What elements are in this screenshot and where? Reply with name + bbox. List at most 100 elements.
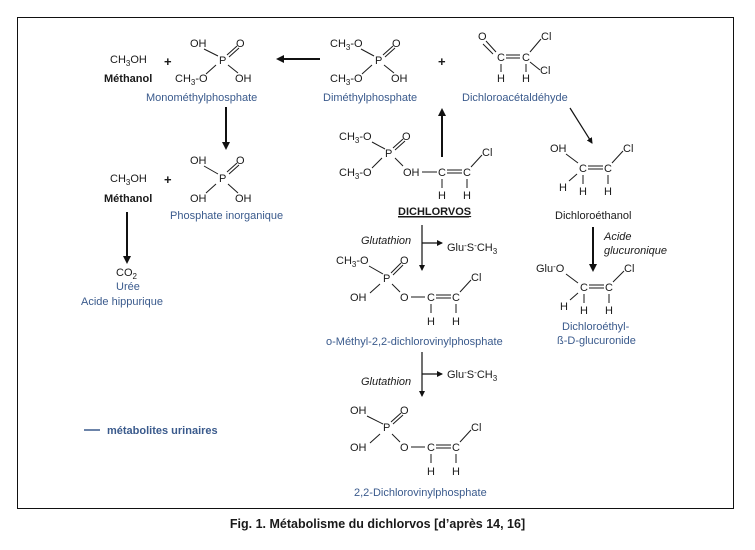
- dcvp-label: 2,2-Dichlorovinylphosphate: [354, 487, 487, 499]
- glucuronide-label-1: Dichloroéthyl-: [562, 321, 630, 333]
- dichlorvos: CH3-O O P CH3-O OH C C Cl H H DICHLORVOS: [339, 131, 492, 218]
- atom-ch3o: CH3-O: [336, 255, 369, 269]
- legend-label: métabolites urinaires: [107, 425, 218, 437]
- atom-c: C: [463, 167, 471, 179]
- dichloroethyl-glucuronide: Glu-O C C Cl H H H Dichloroéthyl- ß-D-gl…: [536, 262, 636, 347]
- atom-p: P: [219, 173, 226, 185]
- atom-h: H: [497, 73, 505, 85]
- atom-ch3o: CH3-O: [339, 167, 372, 181]
- atom-cl: Cl: [471, 422, 481, 434]
- figure-frame: [17, 17, 734, 509]
- atom-ch3o: CH3-O: [330, 38, 363, 52]
- atom-oh: OH: [235, 193, 252, 205]
- atom-h: H: [463, 190, 471, 202]
- atom-c: C: [580, 282, 588, 294]
- methanol-name: Méthanol: [104, 73, 152, 85]
- atom-cl: Cl: [471, 272, 481, 284]
- atom-c: C: [427, 442, 435, 454]
- atom-o: O: [236, 38, 245, 50]
- atom-o: O: [236, 155, 245, 167]
- atom-cl: Cl: [541, 31, 551, 43]
- atom-c: C: [452, 292, 460, 304]
- atom-oh: OH: [235, 73, 252, 85]
- atom-c: C: [604, 163, 612, 175]
- monomethylphosphate: OH O P CH3-O OH Monométhylphosphate: [146, 38, 257, 104]
- dichloroacetaldehyde: O C C Cl Cl H H Dichloroacétaldéhyde: [462, 31, 568, 104]
- glucuronide-label-2: ß-D-glucuronide: [557, 335, 636, 347]
- atom-h: H: [605, 305, 613, 317]
- phosphate-inorganique: OH O P OH OH Phosphate inorganique: [170, 155, 283, 222]
- arrow-aldehyde-to-ethanol: [569, 107, 593, 144]
- atom-h: H: [427, 466, 435, 478]
- atom-c: C: [427, 292, 435, 304]
- atom-c: C: [497, 52, 505, 64]
- atom-p: P: [383, 422, 390, 434]
- glu-s-ch3-1: Glu-S-CH3: [447, 241, 498, 256]
- figure-caption: Fig. 1. Métabolisme du dichlorvos [d’apr…: [229, 517, 526, 531]
- glutathion-label-2: Glutathion: [361, 376, 411, 388]
- dimethylphosphate-label: Diméthylphosphate: [323, 92, 417, 104]
- atom-h: H: [580, 305, 588, 317]
- dichlorvos-label: DICHLORVOS: [398, 206, 471, 218]
- atom-h: H: [579, 186, 587, 198]
- atom-p: P: [219, 55, 226, 67]
- atom-h: H: [604, 186, 612, 198]
- dichloroethanol-label: Dichloroéthanol: [555, 210, 631, 222]
- plus-sign: +: [164, 54, 172, 69]
- atom-oh: OH: [350, 292, 367, 304]
- monomethylphosphate-label: Monométhylphosphate: [146, 92, 257, 104]
- atom-oh: OH: [190, 193, 207, 205]
- atom-c: C: [438, 167, 446, 179]
- atom-ch3o: CH3-O: [175, 73, 208, 87]
- dichloroacetaldehyde-label: Dichloroacétaldéhyde: [462, 92, 568, 104]
- atom-c: C: [605, 282, 613, 294]
- methanol-name: Méthanol: [104, 193, 152, 205]
- o-methyl-label: o-Méthyl-2,2-dichlorovinylphosphate: [326, 336, 503, 348]
- atom-cl: Cl: [482, 147, 492, 159]
- dimethylphosphate: CH3-O O P CH3-O OH Diméthylphosphate: [323, 38, 417, 104]
- atom-p: P: [385, 148, 392, 160]
- atom-o: O: [478, 31, 487, 43]
- uree-label: Urée: [116, 281, 140, 293]
- legend: métabolites urinaires: [84, 425, 218, 437]
- atom-p: P: [383, 273, 390, 285]
- atom-o: O: [392, 38, 401, 50]
- atom-o: O: [400, 442, 409, 454]
- dichlorovinylphosphate: OH O P OH O C C Cl H H 2,2-Dichlorovinyl…: [350, 405, 487, 499]
- methanol-mid: CH3OH Méthanol: [104, 173, 152, 205]
- atom-h: H: [427, 316, 435, 328]
- atom-oh: OH: [350, 442, 367, 454]
- atom-c: C: [579, 163, 587, 175]
- atom-h: H: [438, 190, 446, 202]
- atom-c: C: [522, 52, 530, 64]
- atom-oh: OH: [391, 73, 408, 85]
- atom-h: H: [559, 182, 567, 194]
- glu-s-ch3-2: Glu-S-CH3: [447, 368, 498, 383]
- phosphate-inorganique-label: Phosphate inorganique: [170, 210, 283, 222]
- glutathion-label-1: Glutathion: [361, 235, 411, 247]
- atom-o: O: [400, 405, 409, 417]
- atom-cl: Cl: [623, 143, 633, 155]
- atom-cl: Cl: [624, 263, 634, 275]
- atom-c: C: [452, 442, 460, 454]
- atom-h: H: [522, 73, 530, 85]
- atom-ch3o: CH3-O: [330, 73, 363, 87]
- atom-ch3o: CH3-O: [339, 131, 372, 145]
- co2-formula: CO2: [116, 267, 138, 281]
- atom-oh: OH: [350, 405, 367, 417]
- atom-o: O: [400, 255, 409, 267]
- methanol-top: CH3OH Méthanol: [104, 54, 152, 85]
- atom-oh: OH: [190, 155, 207, 167]
- atom-cl: Cl: [540, 65, 550, 77]
- atom-oh: OH: [550, 143, 567, 155]
- acide-glucuronique-label-1: Acide: [603, 231, 632, 243]
- methanol-formula: CH3OH: [110, 173, 147, 187]
- atom-h: H: [560, 301, 568, 313]
- atom-glu-o: Glu-O: [536, 262, 565, 275]
- atom-h: H: [452, 466, 460, 478]
- acide-hippurique-label: Acide hippurique: [81, 296, 163, 308]
- atom-o: O: [400, 292, 409, 304]
- plus-sign: +: [438, 54, 446, 69]
- atom-o: O: [402, 131, 411, 143]
